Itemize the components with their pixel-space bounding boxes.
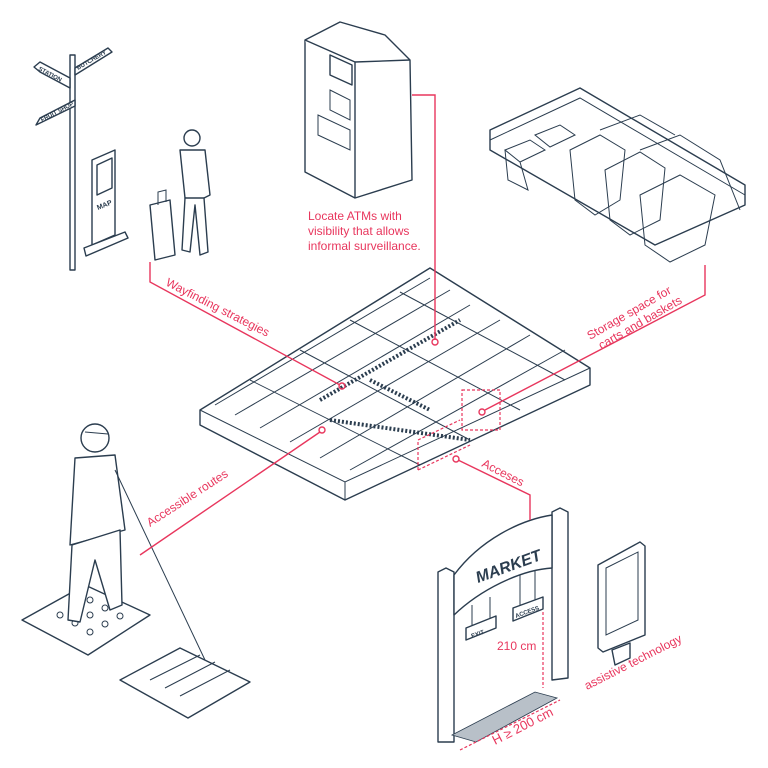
annotation-leaders (139, 94, 706, 751)
carts-storage-illustration (489, 87, 746, 263)
height-label: 210 cm (497, 639, 536, 653)
assistive-kiosk-illustration (597, 541, 646, 666)
market-platform-illustration (199, 267, 591, 501)
sign-butchery: BUTCHERY (76, 50, 108, 72)
map-kiosk-illustration: MAP (83, 149, 129, 257)
accessible-routes-label: Accessible routes (144, 467, 230, 530)
storage-annotation: Storage space for carts and baskets (585, 283, 685, 352)
svg-text:informal surveillance.: informal surveillance. (308, 239, 421, 253)
svg-text:Locate ATMs with: Locate ATMs with (308, 209, 402, 223)
svg-text:visibility that allows: visibility that allows (308, 224, 409, 238)
traveler-illustration (149, 129, 211, 261)
cane-user-illustration (21, 423, 251, 719)
accesses-label: Acceses (480, 456, 527, 489)
gate-exit-sign: EXIT (471, 630, 486, 640)
atm-illustration (304, 21, 413, 199)
atm-annotation: Locate ATMs with visibility that allows … (308, 209, 421, 253)
wayfinding-label: Wayfinding strategies (164, 275, 272, 339)
